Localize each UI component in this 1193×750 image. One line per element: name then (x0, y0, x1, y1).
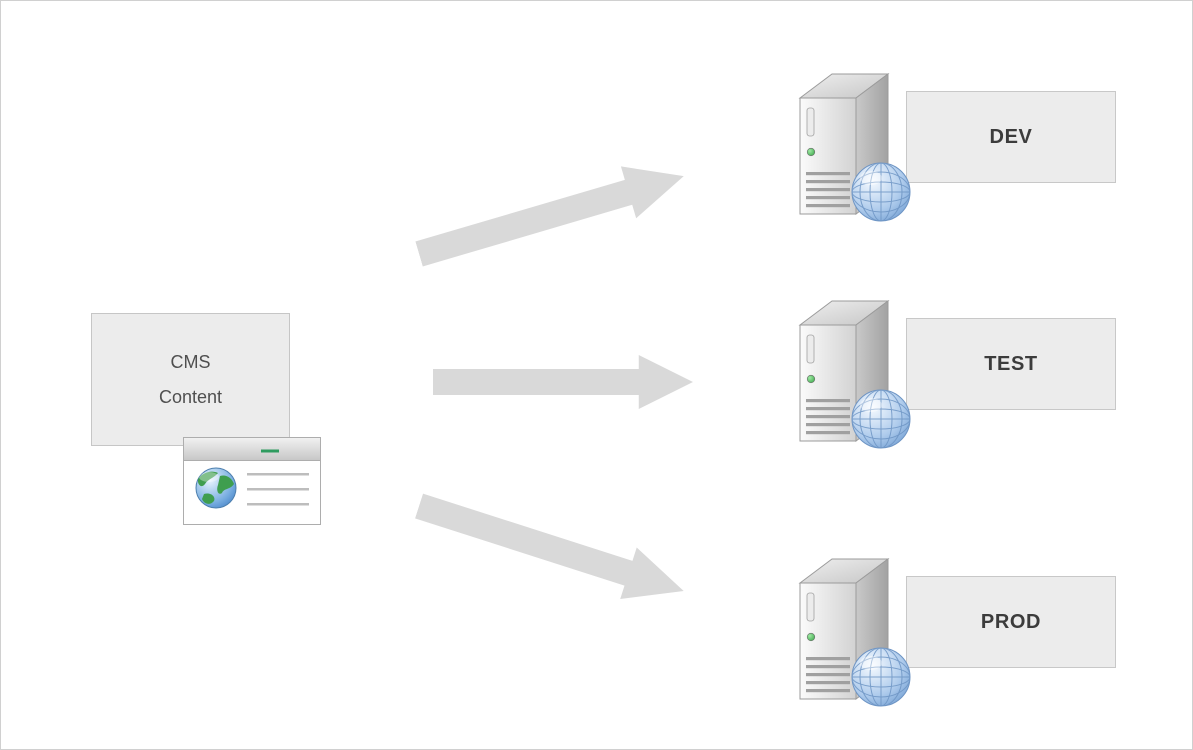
browser-accent-dash (261, 449, 279, 453)
env-label-text-dev: DEV (989, 125, 1033, 148)
deploy-arrow-test (433, 354, 693, 410)
cms-content-node: CMS Content (91, 313, 290, 446)
deploy-arrow-prod (410, 479, 692, 617)
target-node-test: TEST (906, 318, 1116, 410)
env-label-text-test: TEST (984, 352, 1038, 375)
target-node-prod: PROD (906, 576, 1116, 668)
env-label-box-dev: DEV (906, 91, 1116, 183)
server-icon-dev (794, 68, 912, 226)
env-label-text-prod: PROD (980, 610, 1042, 633)
target-node-dev: DEV (906, 91, 1116, 183)
server-icon-prod (794, 553, 912, 711)
cms-label-line1: CMS (170, 351, 211, 372)
env-label-box-test: TEST (906, 318, 1116, 410)
browser-window-icon (183, 437, 321, 525)
env-label-box-prod: PROD (906, 576, 1116, 668)
server-icon-test (794, 295, 912, 453)
deploy-arrow-dev (411, 149, 692, 281)
earth-globe-icon (196, 468, 236, 508)
cms-label-line2: Content (158, 386, 223, 407)
